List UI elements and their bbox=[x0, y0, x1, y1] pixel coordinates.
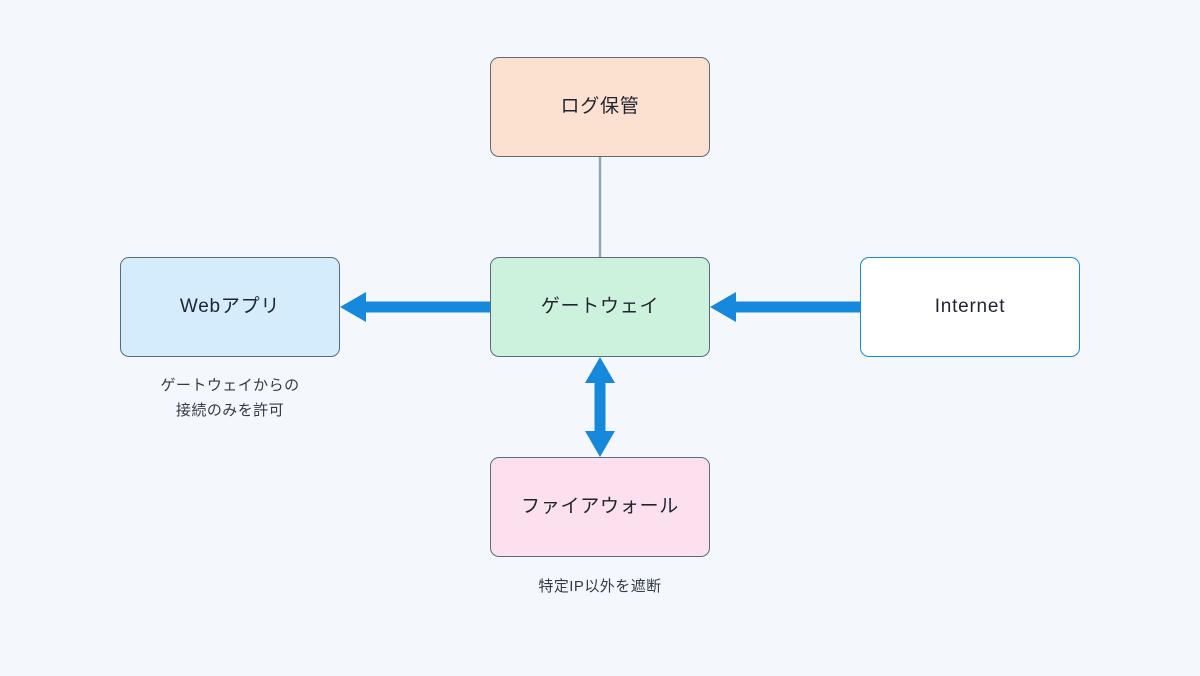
caption-webapp-line1: ゲートウェイからの bbox=[160, 377, 300, 394]
node-gateway[interactable]: ゲートウェイ bbox=[490, 257, 710, 357]
node-webapp-label: Webアプリ bbox=[179, 296, 281, 318]
node-log-storage[interactable]: ログ保管 bbox=[490, 57, 710, 157]
caption-webapp: ゲートウェイからの 接続のみを許可 bbox=[120, 374, 340, 424]
node-gateway-label: ゲートウェイ bbox=[540, 296, 660, 318]
node-firewall-label: ファイアウォール bbox=[520, 496, 680, 518]
node-log-storage-label: ログ保管 bbox=[560, 96, 640, 118]
caption-webapp-line2: 接続のみを許可 bbox=[175, 401, 285, 419]
edge-gateway-firewall bbox=[585, 357, 615, 457]
node-internet-label: Internet bbox=[934, 296, 1006, 318]
node-webapp[interactable]: Webアプリ bbox=[120, 257, 340, 357]
edge-gateway-to-webapp bbox=[340, 292, 490, 322]
caption-firewall: 特定IP以外を遮断 bbox=[490, 575, 710, 600]
caption-firewall-line1: 特定IP以外を遮断 bbox=[538, 578, 662, 595]
node-internet[interactable]: Internet bbox=[860, 257, 1080, 357]
node-firewall[interactable]: ファイアウォール bbox=[490, 457, 710, 557]
edge-internet-to-gateway bbox=[710, 292, 860, 322]
